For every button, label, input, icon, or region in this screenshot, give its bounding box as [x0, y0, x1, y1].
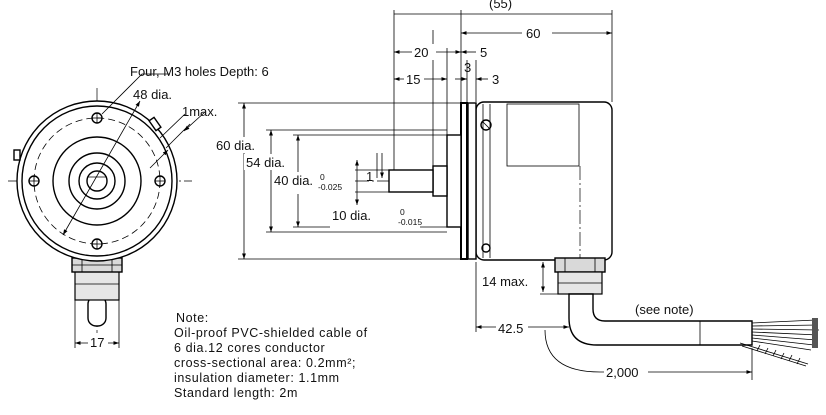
length-label: 60	[526, 26, 540, 41]
encoder-body	[475, 101, 613, 261]
side-view: (55) 60 20 5 15 3 3 60 dia. 54 dia. 40 d…	[214, 0, 820, 380]
projection-label: 1max.	[182, 104, 217, 119]
see-note-label: (see note)	[635, 302, 694, 317]
cable-conductors	[751, 318, 820, 351]
dia-60-label: 60 dia.	[216, 138, 255, 153]
dia-40-label: 40 dia.	[274, 173, 313, 188]
shaft-step	[432, 165, 448, 197]
note-heading: Note:	[176, 311, 209, 325]
dim-15-label: 15	[406, 72, 420, 87]
dim-42-5-label: 42.5	[498, 321, 523, 336]
body-screw-top	[480, 119, 492, 131]
dim-20-label: 20	[414, 45, 428, 60]
dia-54-label: 54 dia.	[246, 155, 285, 170]
mounting-hole-left	[28, 175, 40, 187]
body-label-panel	[506, 103, 580, 167]
note-line: Oil-proof PVC-shielded cable of	[174, 326, 368, 340]
holes-leader	[101, 73, 170, 115]
shaft	[388, 169, 434, 193]
holes-label: Four, M3 holes Depth: 6	[130, 64, 269, 79]
note-line: insulation diameter: 1.1mm	[174, 371, 340, 385]
cable-length-reference-arc	[544, 329, 601, 373]
dia-40-tol-lower: -0.025	[318, 182, 342, 192]
dim-3b-label: 3	[492, 72, 499, 87]
note-line: cross-sectional area: 0.2mm²;	[174, 356, 356, 370]
mounting-hole-top	[91, 112, 103, 124]
projection-leader-a	[159, 113, 186, 139]
flange-rear-plate	[467, 102, 477, 260]
body-screw-bottom	[481, 243, 491, 253]
bolt-circle-label: 48 dia.	[133, 87, 172, 102]
side-cable-gland	[554, 257, 606, 295]
dia-10-label: 10 dia.	[332, 208, 371, 223]
gland-width-label: 17	[90, 335, 104, 350]
flange-boss	[446, 134, 462, 228]
dia-10-tol-upper: 0	[400, 207, 405, 217]
cable-length-label: 2,000	[606, 365, 639, 380]
flange-front-plate	[460, 102, 468, 260]
note-line: Standard length: 2m	[174, 386, 298, 400]
dia-40-tol-upper: 0	[320, 172, 325, 182]
shield-braid	[739, 342, 809, 367]
mounting-hole-bottom	[91, 238, 103, 250]
top-label: (55)	[489, 0, 512, 11]
front-projection-left	[13, 149, 21, 161]
dia-10-tol-lower: -0.015	[398, 217, 422, 227]
mounting-hole-right	[154, 175, 166, 187]
max-14-label: 14 max.	[482, 274, 528, 289]
cable-sheath	[568, 293, 753, 346]
front-cable-gland	[71, 257, 123, 327]
front-projection-right	[148, 116, 162, 132]
cable-note: Note: Oil-proof PVC-shielded cable of 6 …	[174, 311, 368, 400]
bolt-circle-leader	[62, 100, 141, 236]
front-view: Four, M3 holes Depth: 6 48 dia. 1max. 17	[8, 64, 269, 350]
projection-leader-b	[165, 123, 191, 149]
dim-3a-label: 3	[464, 60, 471, 75]
note-line: 6 dia.12 cores conductor	[174, 341, 325, 355]
dim-5-label: 5	[480, 45, 487, 60]
dim-1-label: 1	[366, 169, 373, 184]
